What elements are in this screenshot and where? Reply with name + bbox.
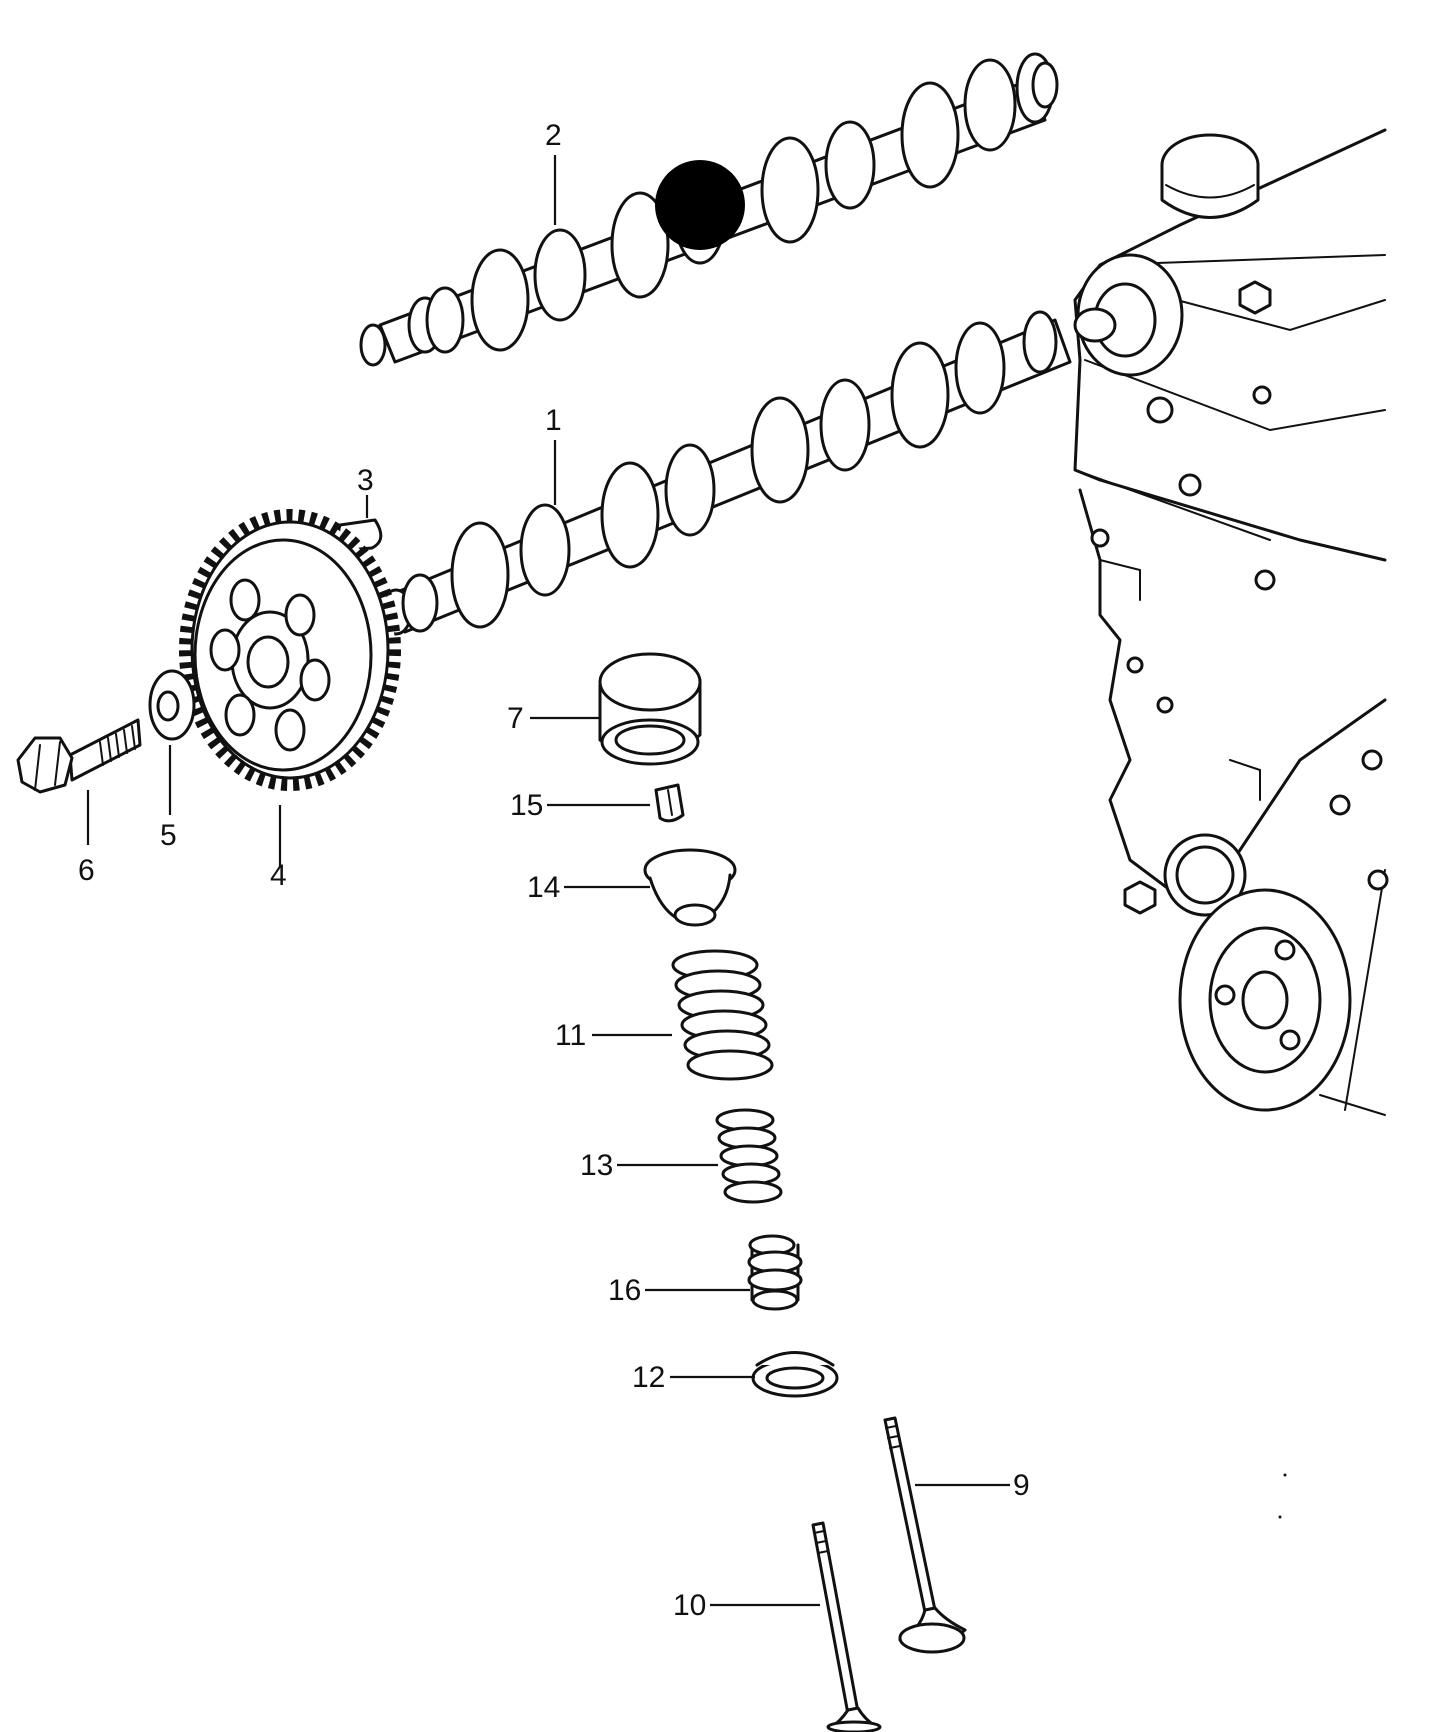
bucket-tappet — [598, 652, 702, 766]
callout-14: 14 — [527, 871, 560, 904]
intake-valve — [811, 1521, 882, 1732]
camshaft-sprocket — [179, 509, 401, 791]
callout-10: 10 — [673, 1589, 706, 1622]
callout-16: 16 — [608, 1274, 641, 1307]
exhaust-valve — [883, 1416, 967, 1654]
callout-5: 5 — [160, 819, 177, 852]
callout-6: 6 — [78, 854, 95, 887]
speck — [1278, 1515, 1282, 1519]
engine-block — [1073, 128, 1389, 1116]
camshaft-lower — [379, 310, 1072, 636]
valve-stem-seal — [747, 1234, 803, 1311]
callout-4: 4 — [270, 859, 287, 892]
marker-dot — [655, 160, 745, 250]
callout-13: 13 — [580, 1149, 613, 1182]
outer-valve-spring — [671, 949, 774, 1081]
callout-15: 15 — [510, 789, 543, 822]
speck — [1283, 1473, 1287, 1477]
spring-retainer — [643, 848, 737, 927]
valve-cotters — [654, 783, 685, 823]
washer — [148, 669, 196, 741]
callout-11: 11 — [555, 1019, 586, 1052]
leader-lines — [86, 155, 1010, 1607]
callout-1: 1 — [545, 404, 562, 437]
callout-12: 12 — [632, 1361, 665, 1394]
callout-7: 7 — [507, 702, 524, 735]
spring-seat — [751, 1351, 839, 1398]
callout-9: 9 — [1013, 1469, 1030, 1502]
inner-valve-spring — [715, 1108, 783, 1204]
hex-bolt — [16, 718, 142, 794]
callout-3: 3 — [357, 464, 374, 497]
callout-2: 2 — [545, 119, 562, 152]
